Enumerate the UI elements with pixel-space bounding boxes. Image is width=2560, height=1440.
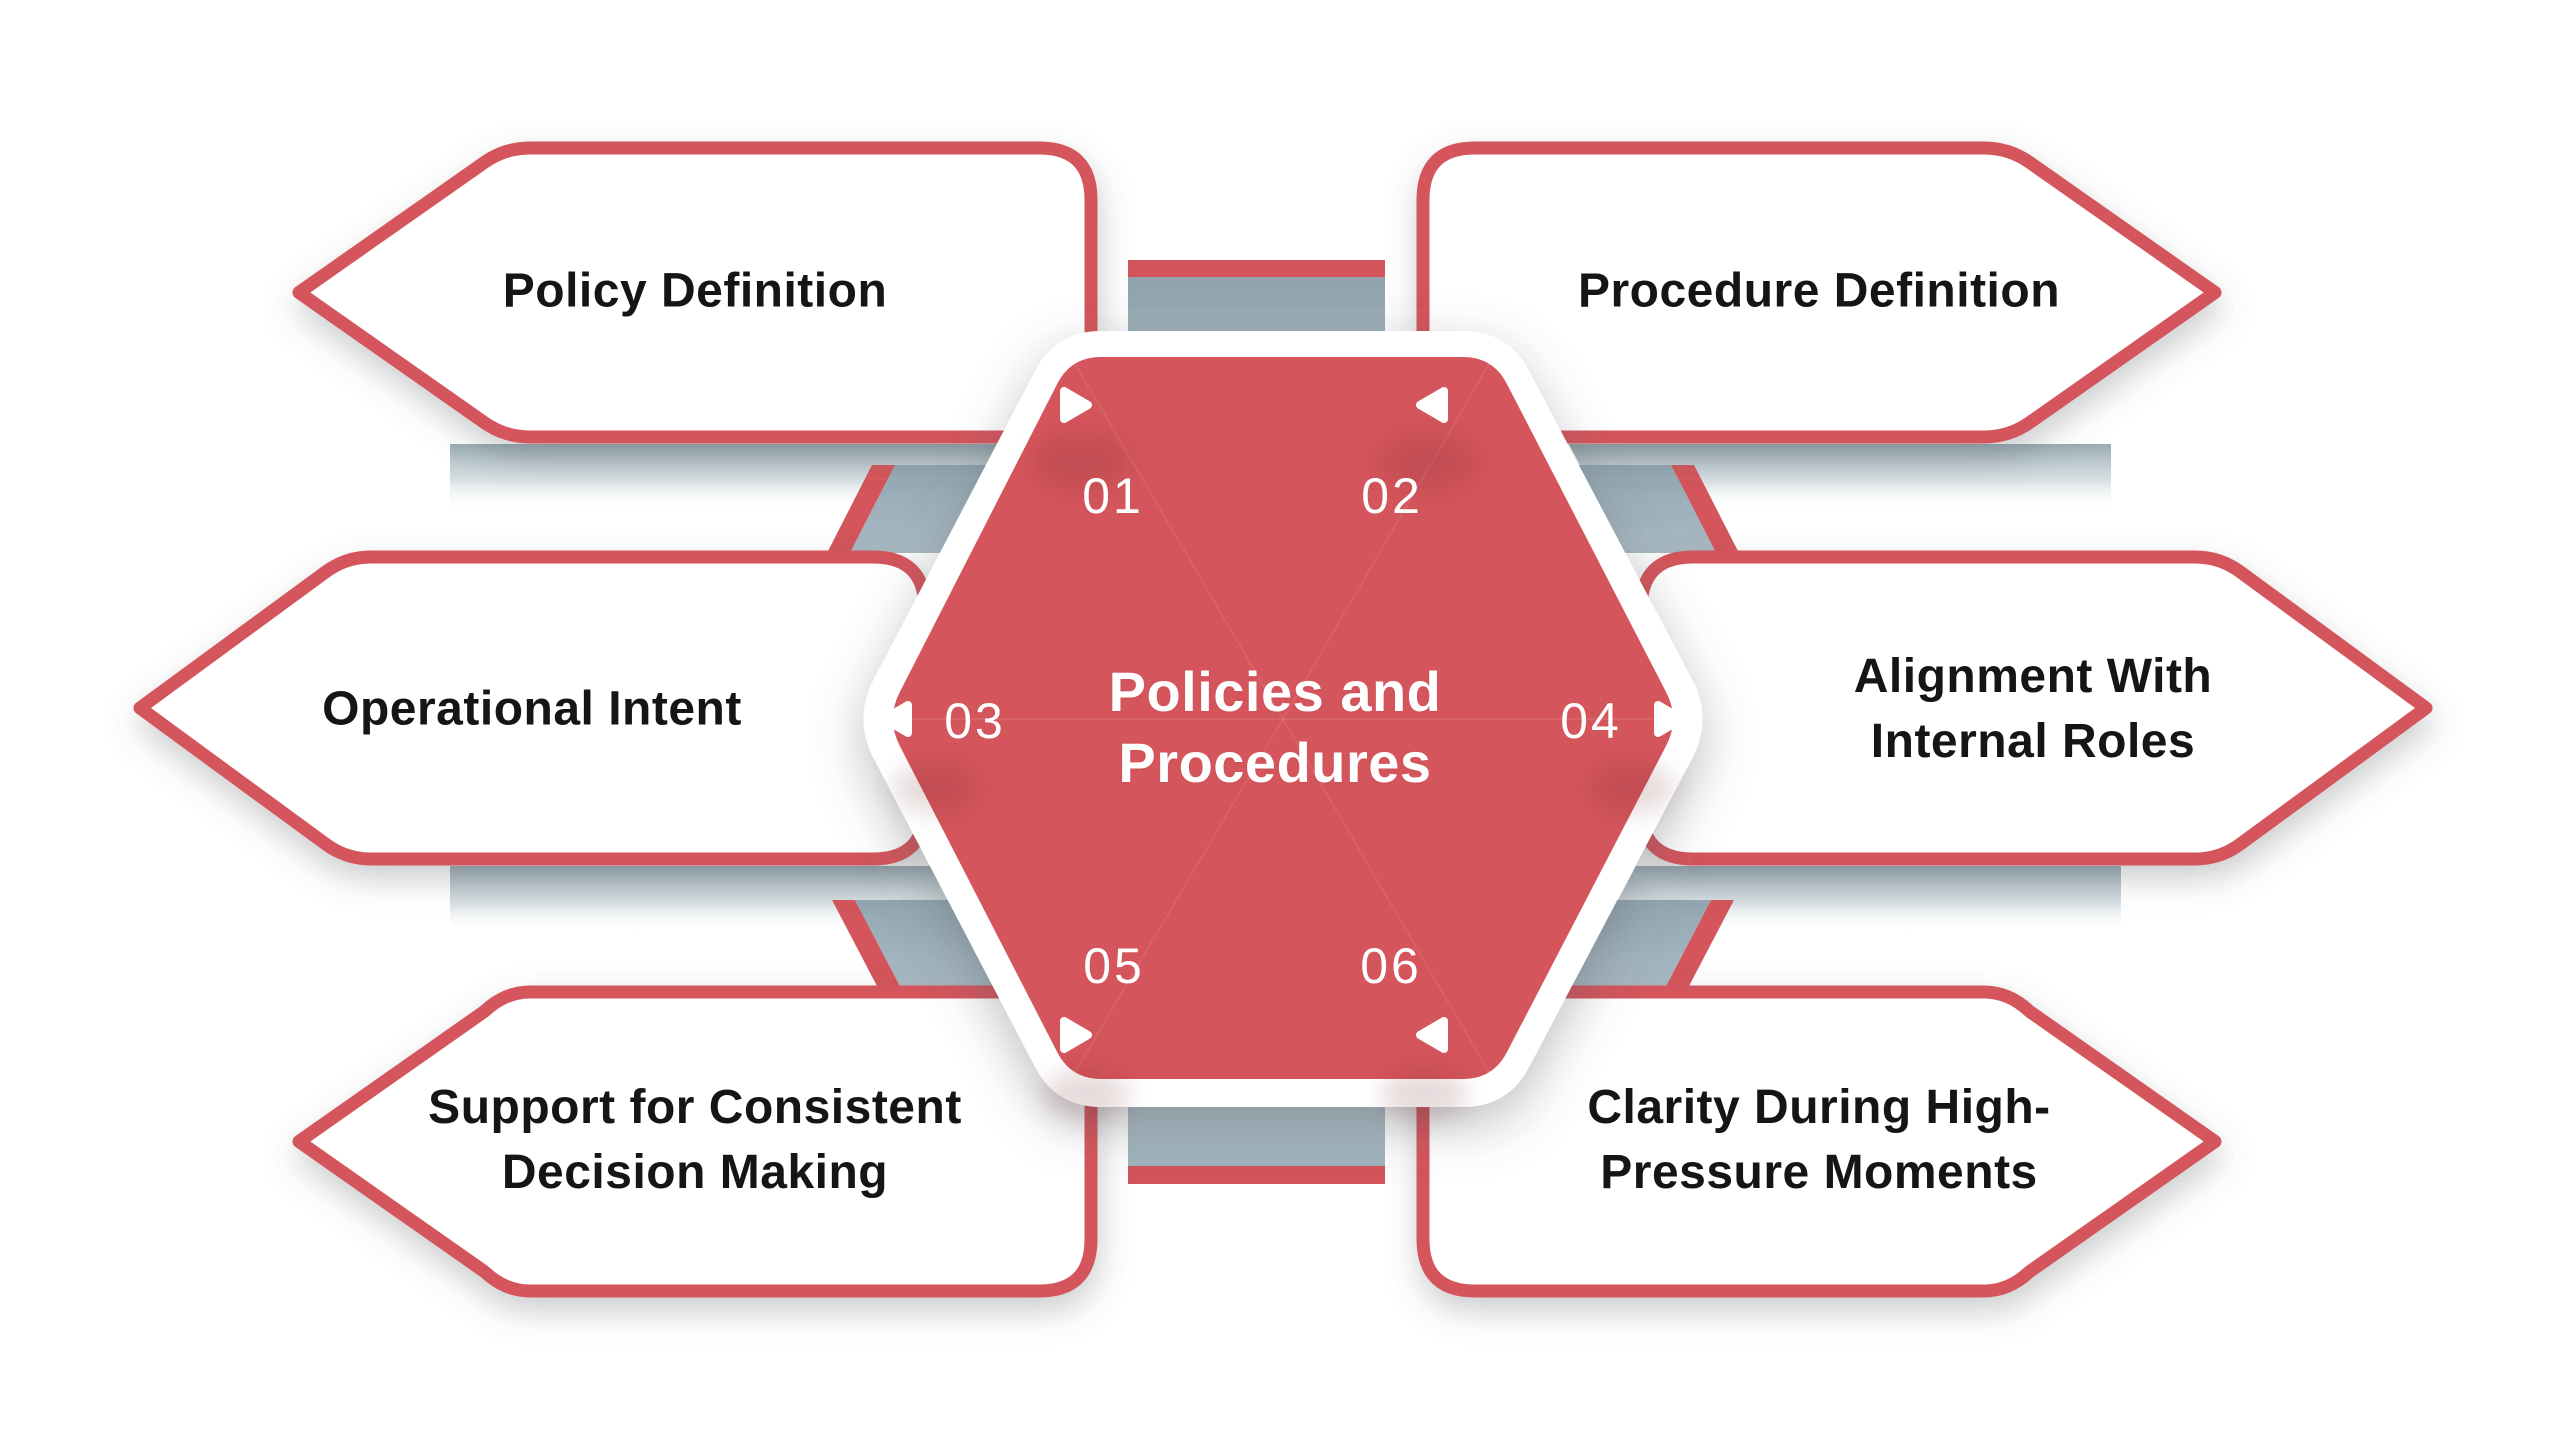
step-number-04: 04 (1560, 693, 1622, 749)
ribbon-lower-right (1601, 866, 2121, 933)
triangle-right-icon-05 (1060, 1017, 1092, 1053)
banner-label-operational-intent: Operational Intent (322, 682, 742, 736)
hexagon-title-line1: Policies and (1108, 659, 1442, 723)
banner-shape-clarity-moments (1416, 985, 2222, 1298)
triangle-right-icon-04 (1654, 701, 1686, 737)
banners (133, 141, 2433, 1298)
banner-shape-consistent-decisions (292, 985, 1098, 1298)
banner-label-policy-definition: Policy Definition (502, 264, 888, 318)
banner-label-alignment-roles: Alignment With Internal Roles (1853, 650, 2213, 768)
hexagon-red-face (892, 357, 1674, 1079)
hexagon-facet-lines (886, 356, 1680, 1080)
banner-label-procedure-definition: Procedure Definition (1577, 264, 2061, 318)
step-number-02: 02 (1361, 468, 1423, 524)
triangle-left-icon-03 (880, 701, 912, 737)
triangle-markers (880, 387, 1686, 1053)
triangle-left-icon-02 (1416, 387, 1448, 423)
step-number-01: 01 (1082, 468, 1144, 524)
hexagon-title: Policies and Procedures (1109, 656, 1442, 798)
triangle-right-icon-01 (1060, 387, 1092, 423)
step-number-03: 03 (944, 693, 1006, 749)
hexagon-group (863, 331, 1703, 1121)
banner-shape-procedure-definition (1416, 141, 2222, 444)
hexagon-title-line2: Procedures (1118, 731, 1432, 794)
banner-label-clarity-moments: Clarity During High-Pressure Moments (1587, 1081, 2051, 1199)
corner-shadow-blobs (893, 434, 1674, 1121)
banner-label-consistent-decisions: Support for Consistent Decision Making (428, 1081, 962, 1199)
step-number-06: 06 (1360, 938, 1422, 994)
banner-shape-policy-definition (292, 141, 1098, 444)
ribbon-top-band-edge (1128, 260, 1385, 277)
triangle-left-icon-06 (1416, 1017, 1448, 1053)
ribbon-lower-left (450, 866, 965, 933)
ribbon-bottom-band-edge (1128, 1166, 1385, 1184)
step-number-05: 05 (1083, 938, 1145, 994)
